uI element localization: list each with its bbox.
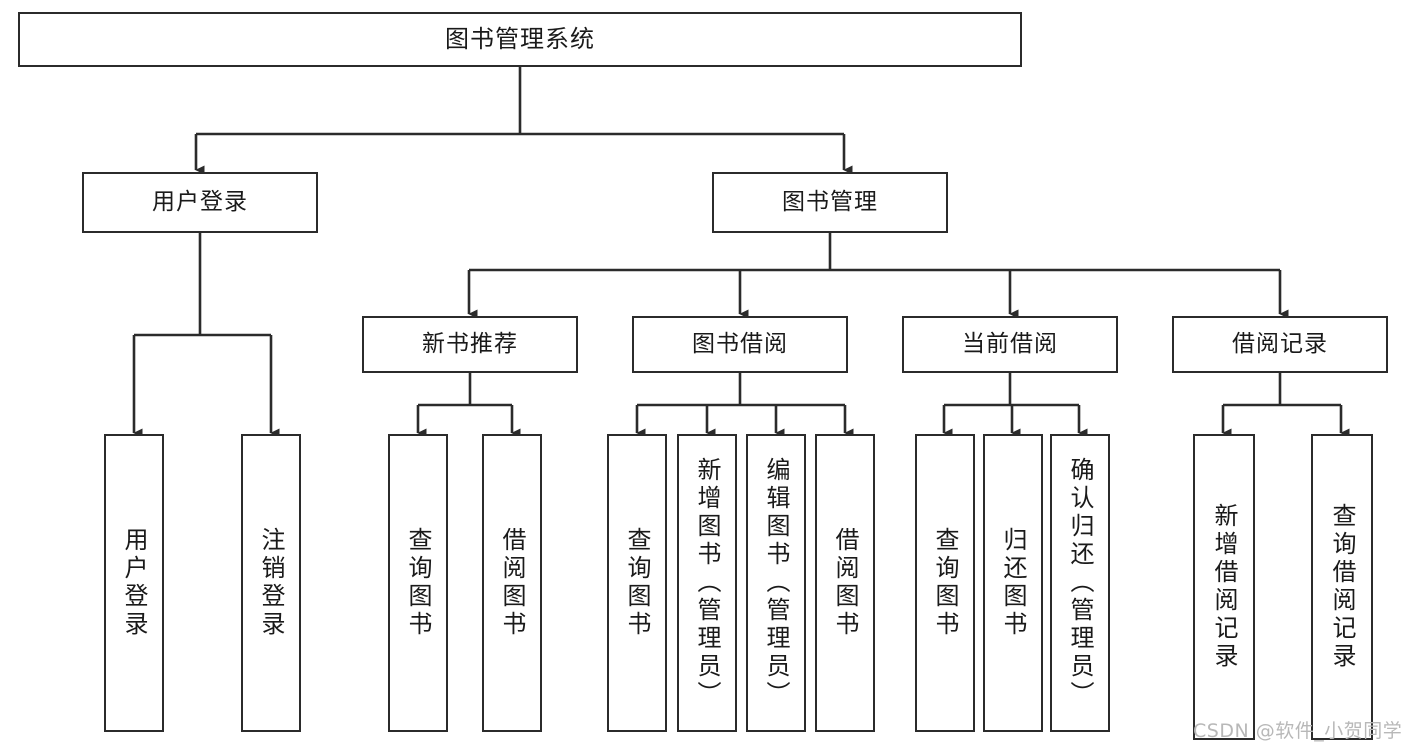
node-label: 用户登录 [152, 188, 248, 215]
node-label: 用户登录 [120, 527, 148, 639]
leaf-new-book-borrow[interactable]: 借阅图书 [482, 434, 542, 732]
node-label: 当前借阅 [962, 330, 1058, 357]
node-label: 查询图书 [931, 527, 959, 639]
node-label: 注销登录 [257, 527, 285, 639]
node-label: 图书借阅 [692, 330, 788, 357]
leaf-record-add-record[interactable]: 新增借阅记录 [1193, 434, 1255, 740]
leaf-borrow-query-book[interactable]: 查询图书 [607, 434, 667, 732]
node-label: 确认归还（管理员） [1066, 457, 1094, 709]
node-label: 查询图书 [623, 527, 651, 639]
leaf-new-book-query[interactable]: 查询图书 [388, 434, 448, 732]
node-current-borrow[interactable]: 当前借阅 [902, 316, 1118, 373]
leaf-record-query-record[interactable]: 查询借阅记录 [1311, 434, 1373, 740]
node-root-book-management-system[interactable]: 图书管理系统 [18, 12, 1022, 67]
node-book-borrow[interactable]: 图书借阅 [632, 316, 848, 373]
leaf-current-confirm-return-admin[interactable]: 确认归还（管理员） [1050, 434, 1110, 732]
node-label: 查询图书 [404, 527, 432, 639]
node-borrow-record[interactable]: 借阅记录 [1172, 316, 1388, 373]
node-new-book-recommend[interactable]: 新书推荐 [362, 316, 578, 373]
node-label: 借阅图书 [831, 527, 859, 639]
node-label: 借阅记录 [1232, 330, 1328, 357]
leaf-user-login-logout[interactable]: 注销登录 [241, 434, 301, 732]
node-label: 新增借阅记录 [1210, 503, 1238, 671]
node-label: 归还图书 [999, 527, 1027, 639]
node-label: 新书推荐 [422, 330, 518, 357]
node-user-login[interactable]: 用户登录 [82, 172, 318, 233]
leaf-user-login-login[interactable]: 用户登录 [104, 434, 164, 732]
leaf-current-query-book[interactable]: 查询图书 [915, 434, 975, 732]
csdn-watermark: CSDN @软件_小贺同学 [1193, 720, 1403, 742]
leaf-borrow-borrow-book[interactable]: 借阅图书 [815, 434, 875, 732]
leaf-borrow-add-book-admin[interactable]: 新增图书（管理员） [677, 434, 737, 732]
node-label: 编辑图书（管理员） [762, 457, 790, 709]
node-label: 查询借阅记录 [1328, 503, 1356, 671]
node-book-management[interactable]: 图书管理 [712, 172, 948, 233]
node-label: 新增图书（管理员） [693, 457, 721, 709]
node-label: 图书管理 [782, 188, 878, 215]
node-label: 借阅图书 [498, 527, 526, 639]
leaf-borrow-edit-book-admin[interactable]: 编辑图书（管理员） [746, 434, 806, 732]
leaf-current-return-book[interactable]: 归还图书 [983, 434, 1043, 732]
node-label: 图书管理系统 [445, 25, 595, 54]
